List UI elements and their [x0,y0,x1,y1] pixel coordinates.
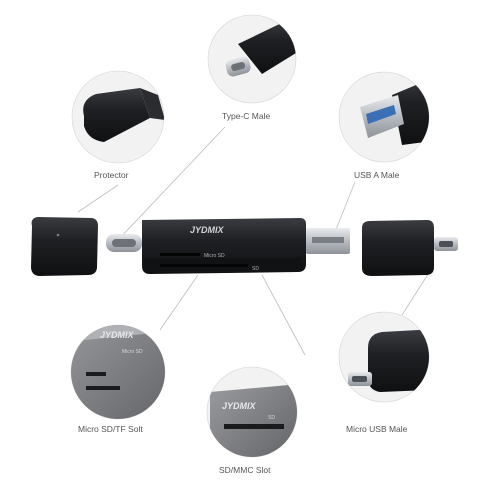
card-reader-assembly: JYDMIX Micro SD SD [31,217,458,276]
brand-logo: JYDMIX [190,225,225,235]
leader-sd-mmc [261,274,306,356]
callout-sd-mmc-slot: SD/MMC Slot [219,465,271,475]
sd-slot [160,264,248,267]
protector-cap [31,217,98,276]
micro-sd-slot [160,253,200,256]
type-c-detail-circle [207,14,297,104]
leader-type-c [117,126,226,241]
leader-micro-usb [401,267,433,316]
sd-slot-label: SD [252,266,259,272]
sd-mmc-logo: JYDMIX [222,401,257,411]
callout-micro-usb-male: Micro USB Male [346,424,408,434]
sd-mmc-detail-circle: JYDMIX SD [206,366,298,458]
sd-circle-label: SD [268,415,275,421]
leader-micro-sd [159,274,199,331]
micro-sd-detail-circle: JYDMIX Micro SD [70,324,166,420]
micro-usb-adapter [362,220,434,276]
leader-lines [77,126,433,356]
micro-sd-slot-label: Micro SD [204,253,225,259]
usb-a-detail-circle [338,71,430,163]
callout-protector: Protector [94,170,129,180]
micro-usb-detail-circle [338,311,430,403]
callout-micro-sd-tf-slot: Micro SD/TF Solt [78,424,143,434]
protector-detail-circle [71,70,165,164]
callout-usb-a-male: USB A Male [354,170,400,180]
leader-protector [77,184,119,213]
micro-sd-circle-label: Micro SD [122,349,143,355]
micro-sd-logo: JYDMIX [100,330,135,340]
callout-type-c-male: Type-C Male [222,111,271,121]
leader-usb-a [334,181,356,233]
